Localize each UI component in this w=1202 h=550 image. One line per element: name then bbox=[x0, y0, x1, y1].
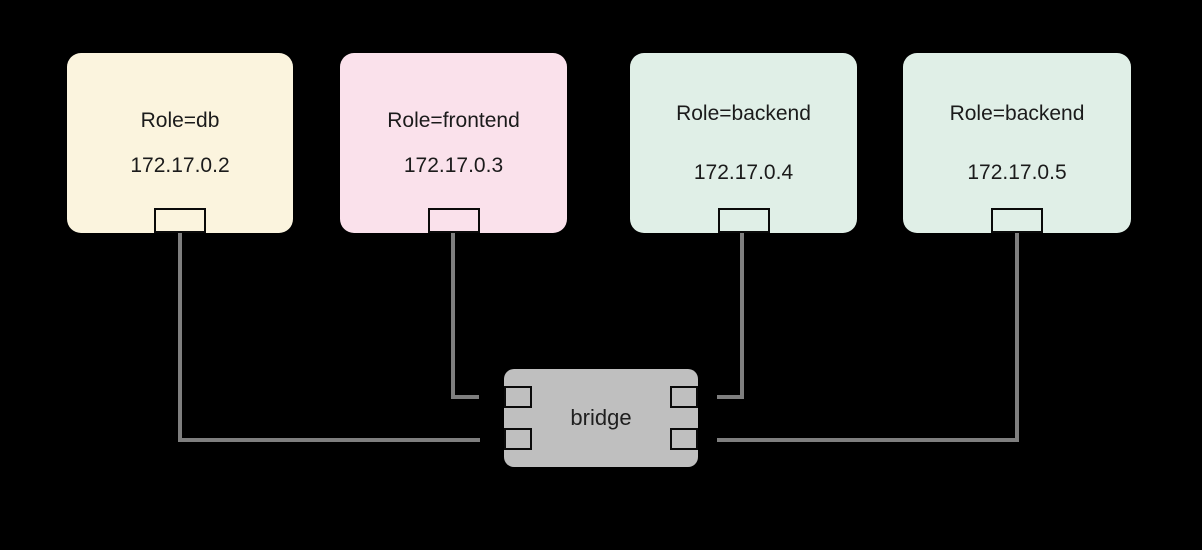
bridge-port-right-bottom bbox=[670, 428, 698, 450]
connector-backend-1-horizontal bbox=[717, 395, 744, 399]
role-label: Role=backend bbox=[949, 101, 1085, 125]
role-label: Role=backend bbox=[676, 101, 811, 125]
bridge-node: bridge bbox=[504, 369, 698, 467]
ip-address-label: 172.17.0.3 bbox=[403, 153, 504, 177]
network-port bbox=[991, 208, 1043, 233]
connector-db-horizontal bbox=[178, 438, 480, 442]
container-node-backend-2: Role=backend 172.17.0.5 bbox=[903, 53, 1131, 233]
bridge-port-left-top bbox=[504, 386, 532, 408]
bridge-label: bridge bbox=[570, 405, 632, 430]
ip-address-label: 172.17.0.2 bbox=[130, 153, 230, 177]
role-label: Role=frontend bbox=[387, 108, 520, 132]
container-node-backend-1: Role=backend 172.17.0.4 bbox=[630, 53, 857, 233]
container-node-db: Role=db 172.17.0.2 bbox=[67, 53, 293, 233]
ip-address-label: 172.17.0.5 bbox=[967, 160, 1067, 184]
connector-backend-2-vertical bbox=[1015, 233, 1019, 442]
connector-db-vertical bbox=[178, 233, 182, 442]
connector-frontend-vertical bbox=[451, 233, 455, 399]
connector-backend-1-vertical bbox=[740, 233, 744, 399]
network-port bbox=[154, 208, 206, 233]
bridge-port-left-bottom bbox=[504, 428, 532, 450]
network-port bbox=[717, 208, 770, 233]
connector-frontend-horizontal bbox=[451, 395, 479, 399]
network-port bbox=[427, 208, 480, 233]
bridge-port-right-top bbox=[670, 386, 698, 408]
ip-address-label: 172.17.0.4 bbox=[693, 160, 794, 184]
container-node-frontend: Role=frontend 172.17.0.3 bbox=[340, 53, 567, 233]
connector-backend-2-horizontal bbox=[717, 438, 1019, 442]
role-label: Role=db bbox=[140, 108, 220, 132]
